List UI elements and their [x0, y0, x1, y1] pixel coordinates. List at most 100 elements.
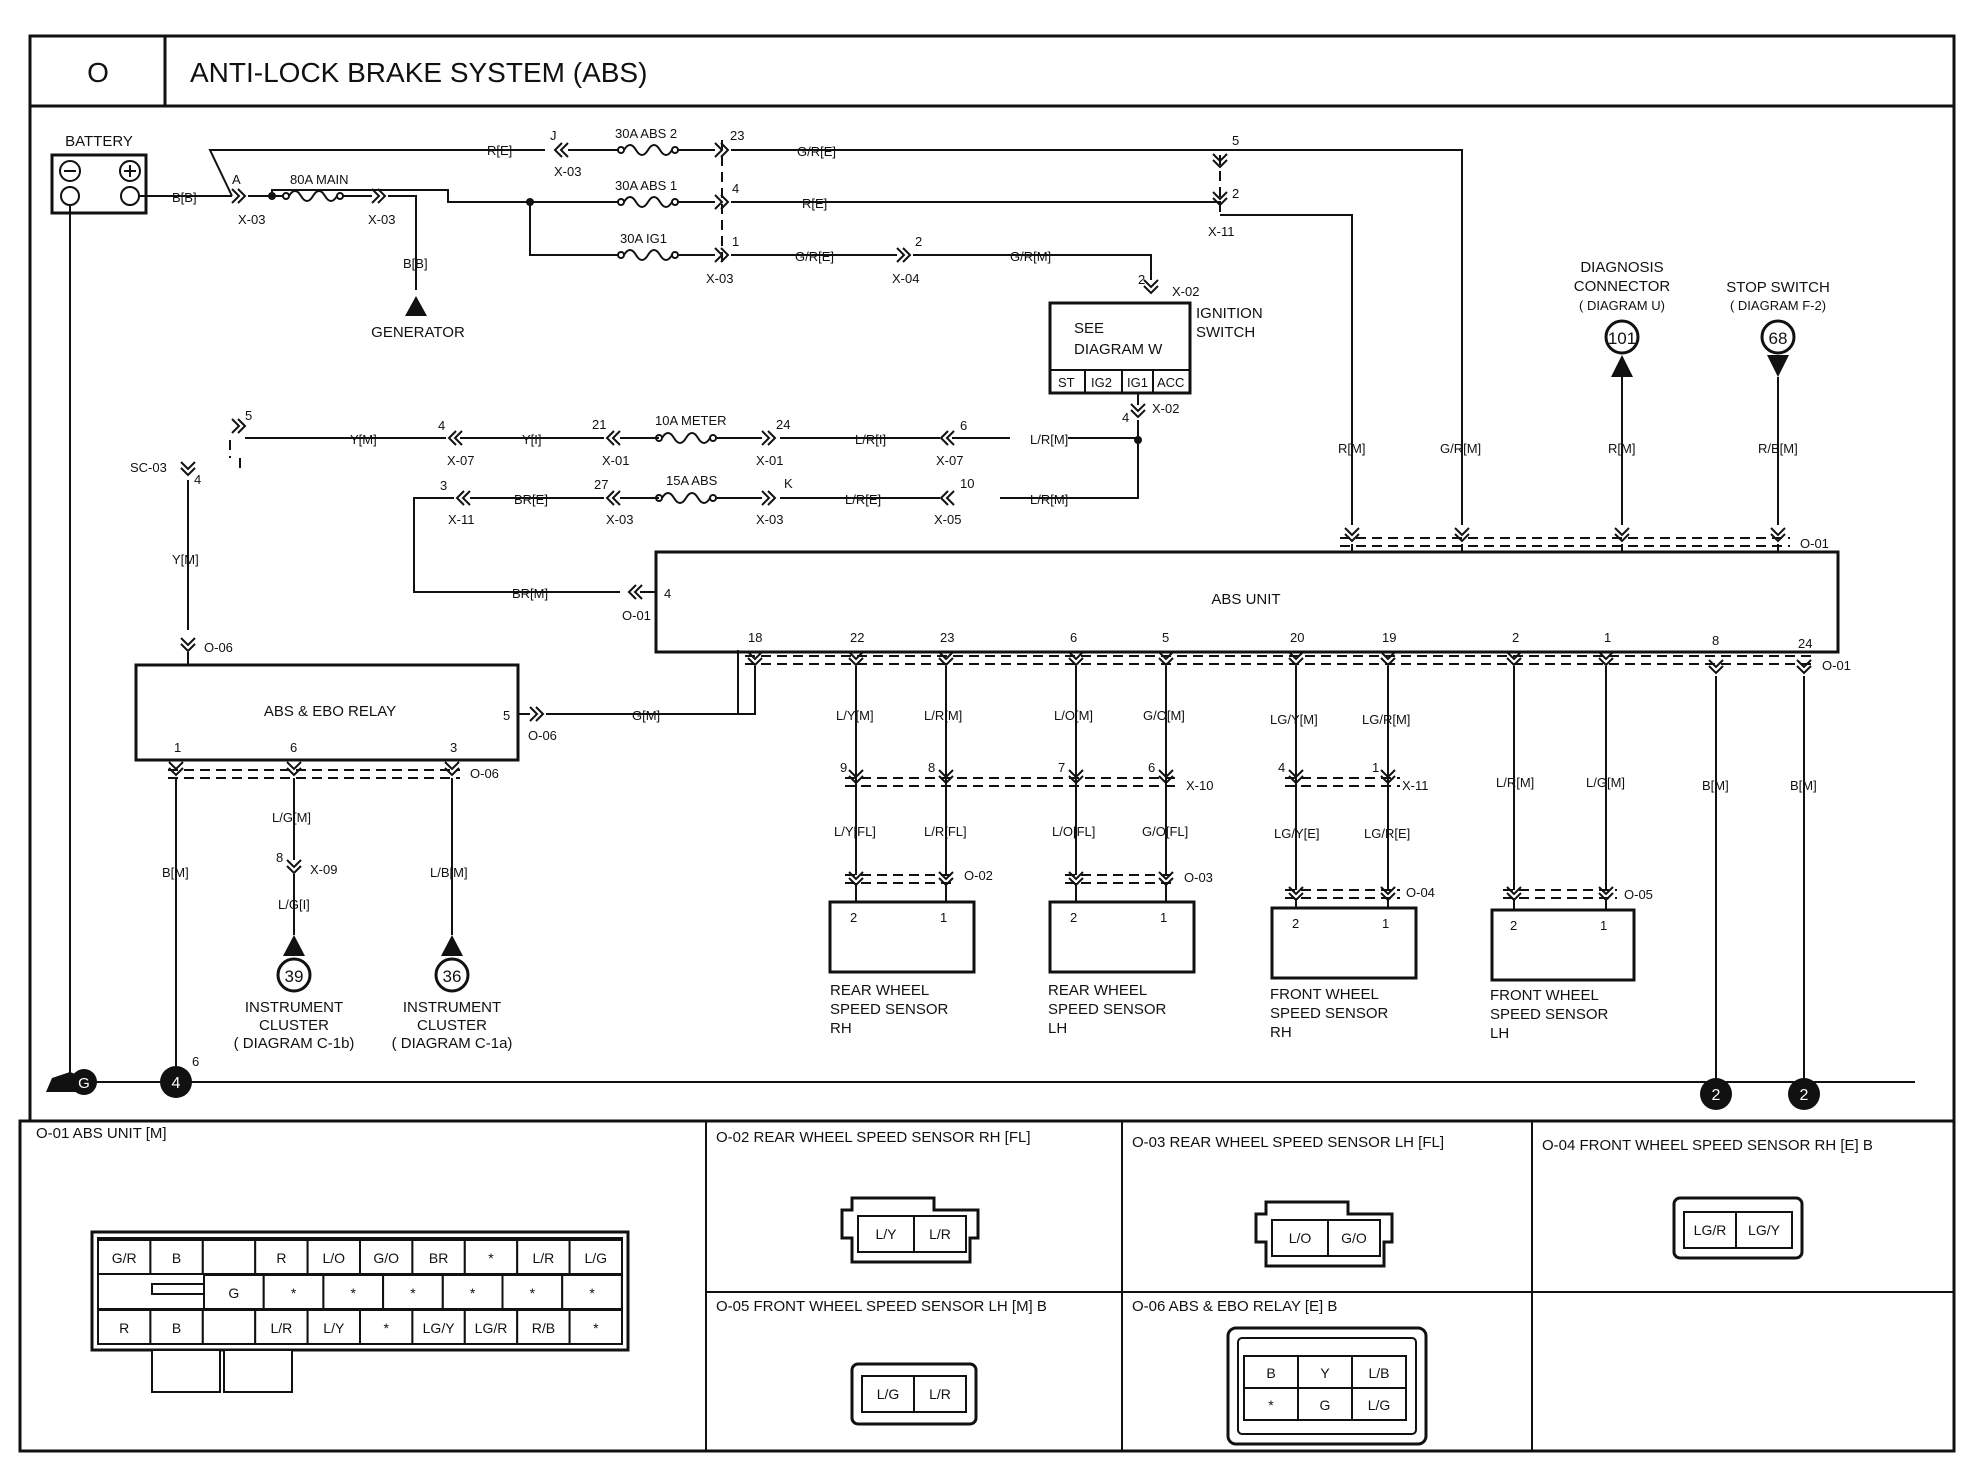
connector-label: X-03 [554, 164, 581, 179]
generator-label: GENERATOR [371, 324, 465, 341]
svg-text:23: 23 [940, 630, 954, 645]
svg-text:SPEED SENSOR: SPEED SENSOR [1048, 1001, 1167, 1018]
connector-cavity-label: * [589, 1285, 595, 1301]
wire-label: Y[M] [350, 432, 377, 447]
connector-label: O-03 [1184, 870, 1213, 885]
svg-text:6: 6 [290, 740, 297, 755]
svg-text:1: 1 [1600, 918, 1607, 933]
svg-text:ABS UNIT: ABS UNIT [1211, 591, 1280, 608]
connector-cavity-label: L/R [271, 1320, 293, 1336]
svg-text:3: 3 [450, 740, 457, 755]
svg-text:ABS & EBO RELAY: ABS & EBO RELAY [264, 703, 396, 720]
svg-text:4: 4 [438, 418, 445, 433]
wire-label: L/R[M] [1030, 432, 1068, 447]
svg-text:6: 6 [1148, 760, 1155, 775]
connector-cavity [568, 1309, 623, 1345]
wire-label: L/G[I] [278, 897, 310, 912]
abs-unit: ABS UNIT [654, 550, 1840, 654]
wire-label: L/Y[M] [836, 708, 874, 723]
connector-label: X-09 [310, 862, 337, 877]
connector-label: O-06 [470, 766, 499, 781]
ignition-switch: SEE DIAGRAM W ST IG2 IG1 ACC IGNITION SW… [1048, 301, 1263, 395]
svg-text:24: 24 [776, 417, 790, 432]
svg-text:1: 1 [940, 910, 947, 925]
svg-text:18: 18 [748, 630, 762, 645]
svg-text:Y: Y [1320, 1365, 1330, 1381]
svg-text:ACC: ACC [1157, 375, 1184, 390]
panel-title-o02: O-02 REAR WHEEL SPEED SENSOR RH [FL] [716, 1129, 1031, 1146]
instrument-cluster-c1b: 39 INSTRUMENT CLUSTER ( DIAGRAM C-1b) [234, 935, 355, 1052]
svg-text:REAR WHEEL: REAR WHEEL [830, 982, 929, 999]
svg-text:DIAGRAM W: DIAGRAM W [1074, 341, 1163, 358]
svg-text:4: 4 [664, 586, 671, 601]
svg-text:A: A [232, 172, 241, 187]
svg-text:2: 2 [1510, 918, 1517, 933]
svg-text:LH: LH [1490, 1025, 1509, 1042]
svg-text:DIAGNOSIS: DIAGNOSIS [1580, 259, 1663, 276]
svg-text:IGNITION: IGNITION [1196, 305, 1263, 322]
svg-text:IG1: IG1 [1127, 375, 1148, 390]
svg-text:L/Y: L/Y [875, 1226, 897, 1242]
fuse-label: 30A IG1 [620, 231, 667, 246]
svg-text:5: 5 [245, 408, 252, 423]
wire-label: G/O[M] [1143, 708, 1185, 723]
connector-label: O-02 [964, 868, 993, 883]
wire-label: L/R[M] [924, 708, 962, 723]
svg-text:( DIAGRAM C-1b): ( DIAGRAM C-1b) [234, 1035, 355, 1052]
connector-cavity-label: * [383, 1320, 389, 1336]
connector-cavity-label: G/O [373, 1250, 399, 1266]
panel-title-o06: O-06 ABS & EBO RELAY [E] B [1132, 1298, 1337, 1315]
svg-text:36: 36 [443, 967, 462, 986]
connector-cavity-label: * [488, 1250, 494, 1266]
connector-face-o04: LG/R LG/Y [1672, 1196, 1804, 1260]
connector-label: X-01 [602, 453, 629, 468]
svg-text:SPEED SENSOR: SPEED SENSOR [1490, 1006, 1609, 1023]
svg-text:J: J [550, 128, 557, 143]
svg-text:L/R: L/R [929, 1226, 951, 1242]
svg-text:7: 7 [1058, 760, 1065, 775]
wire-label: R/B[M] [1758, 441, 1798, 456]
connector-label: O-04 [1406, 885, 1435, 900]
instrument-cluster-c1a: 36 INSTRUMENT CLUSTER ( DIAGRAM C-1a) [392, 935, 512, 1052]
wire-label: G/O[FL] [1142, 824, 1188, 839]
wire-label: G/R[M] [1440, 441, 1481, 456]
connector-label: X-03 [606, 512, 633, 527]
battery-label: BATTERY [65, 133, 133, 150]
svg-text:CLUSTER: CLUSTER [417, 1017, 487, 1034]
svg-text:L/B: L/B [1368, 1365, 1389, 1381]
abs-ebo-relay: ABS & EBO RELAY 5 [134, 663, 520, 762]
connector-cavity [501, 1274, 564, 1310]
connector-cavity-label: LG/Y [423, 1320, 456, 1336]
connector-cavity-label: L/Y [323, 1320, 345, 1336]
svg-text:REAR WHEEL: REAR WHEEL [1048, 982, 1147, 999]
wire-label: R[E] [802, 196, 827, 211]
stop-switch: STOP SWITCH ( DIAGRAM F-2) 68 [1726, 279, 1830, 377]
connector-label: O-01 [1800, 536, 1829, 551]
connector-label: X-11 [1208, 224, 1235, 239]
connector-cavity [149, 1239, 204, 1275]
svg-text:2: 2 [1512, 630, 1519, 645]
fuse-label: 30A ABS 1 [615, 178, 677, 193]
svg-text:( DIAGRAM F-2): ( DIAGRAM F-2) [1730, 298, 1826, 313]
svg-text:LG/Y: LG/Y [1748, 1222, 1781, 1238]
connector-cavity-label: B [172, 1250, 181, 1266]
svg-text:4: 4 [1122, 410, 1129, 425]
svg-text:B: B [1266, 1365, 1275, 1381]
connector-label: X-01 [756, 453, 783, 468]
connector-face-o05: L/G L/R [850, 1362, 978, 1426]
connector-cavity [568, 1239, 623, 1275]
wire-label: BR[E] [514, 492, 548, 507]
panel-title-o04: O-04 FRONT WHEEL SPEED SENSOR RH [E] B [1542, 1137, 1873, 1154]
fuse-label: 30A ABS 2 [615, 126, 677, 141]
wire-label: B[B] [403, 256, 428, 271]
svg-text:6: 6 [960, 418, 967, 433]
svg-text:FRONT WHEEL: FRONT WHEEL [1490, 987, 1599, 1004]
connector-label: X-02 [1152, 401, 1179, 416]
connector-face-o03: L/O G/O [1254, 1200, 1394, 1268]
svg-text:4: 4 [732, 181, 739, 196]
svg-text:CLUSTER: CLUSTER [259, 1017, 329, 1034]
svg-text:G: G [78, 1075, 90, 1092]
